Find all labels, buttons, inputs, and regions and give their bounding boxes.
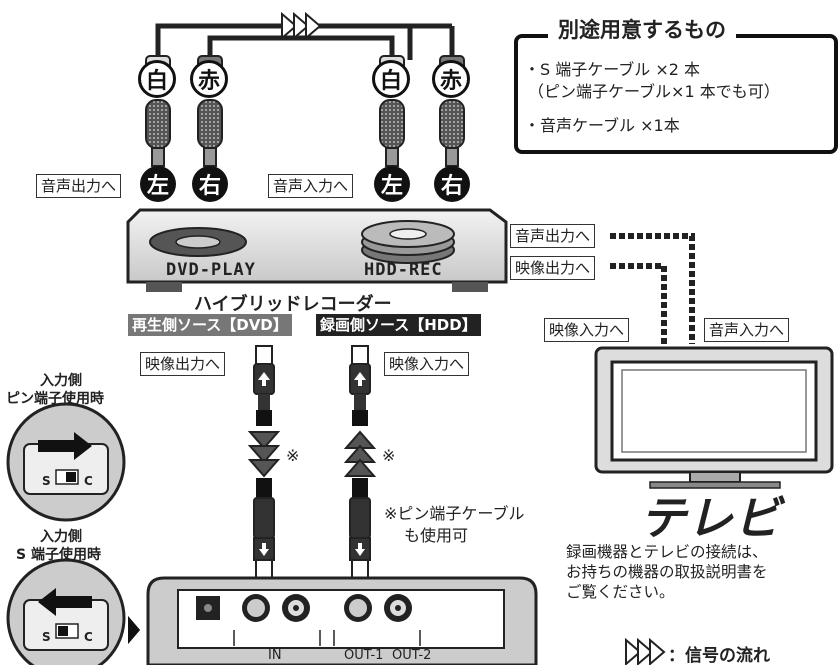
tv-note-line2: お持ちの機器の取扱説明書を — [566, 563, 768, 581]
flow-legend-icon — [625, 637, 666, 665]
s-switch-title-2: S 端子使用時 — [16, 547, 101, 563]
s-switch-title-1: 入力側 — [40, 529, 82, 545]
tv-note-line3: ご覧ください。 — [566, 583, 675, 601]
note-mark-right: ※ — [382, 446, 396, 465]
legend-flow-label: ：信号の流れ — [668, 646, 770, 666]
s-video-cable-right — [343, 345, 377, 579]
right-channel-label: 右 — [192, 166, 228, 202]
hdd-rec-label: HDD-REC — [364, 260, 443, 280]
pin-switch-title-1: 入力側 — [40, 373, 82, 389]
s-video-cable-left — [247, 345, 281, 579]
switch-detail-s — [6, 558, 126, 665]
label-recorder-video-out: 映像出力へ — [510, 256, 596, 280]
pin-switch-title-2: ピン端子使用時 — [6, 391, 104, 407]
source-dvd-band: 再生側ソース【DVD】 — [128, 314, 292, 336]
audio-cable — [155, 11, 455, 60]
red-connector-label: 赤 — [190, 60, 228, 98]
required-item-s-cable-note: （ピン端子ケーブル×1 本でも可） — [528, 82, 780, 101]
tv-note-line1: 録画機器とテレビの接続は、 — [566, 543, 768, 561]
switch-s-label: S — [42, 474, 51, 488]
hdd-icon — [361, 220, 455, 264]
port-out2-label: OUT-2 — [392, 648, 432, 663]
note-mark-left: ※ — [286, 446, 300, 465]
label-tv-audio-in: 音声入力へ — [704, 318, 790, 342]
dvd-play-label: DVD-PLAY — [166, 260, 256, 280]
port-in-label: IN — [268, 648, 282, 663]
red-connector-label: 赤 — [432, 60, 470, 98]
label-audio-in: 音声入力へ — [268, 174, 354, 198]
required-items-title: 別途用意するもの — [548, 14, 736, 44]
port-out1-label: OUT-1 — [344, 648, 384, 663]
converter-device — [146, 576, 538, 665]
label-cable-video-in: 映像入力へ — [384, 352, 470, 376]
required-item-audio-cable: ・音声ケーブル ×1本 — [524, 116, 680, 135]
right-channel-label: 右 — [434, 166, 470, 202]
label-cable-video-out: 映像出力へ — [140, 352, 226, 376]
source-hdd-band: 録画側ソース【HDD】 — [316, 314, 481, 336]
tv-device — [594, 346, 834, 489]
recorder-name: ハイブリッドレコーダー — [194, 294, 392, 315]
left-channel-label: 左 — [374, 166, 410, 202]
cable-note-line1: ※ピン端子ケーブル — [384, 504, 525, 523]
recorder-device — [126, 208, 508, 292]
switch-c-label: C — [84, 474, 93, 488]
switch-c-label: C — [84, 630, 93, 644]
left-channel-label: 左 — [140, 166, 176, 202]
tv-audio-cable — [610, 233, 695, 344]
flow-arrow-icon — [281, 11, 322, 41]
tv-video-cable — [610, 263, 667, 344]
white-connector-label: 白 — [138, 60, 176, 98]
label-audio-out: 音声出力へ — [36, 174, 122, 198]
disc-icon — [149, 227, 247, 257]
label-tv-video-in: 映像入力へ — [544, 318, 630, 342]
cable-note-line2: も使用可 — [404, 526, 469, 545]
white-connector-label: 白 — [372, 60, 410, 98]
switch-s-label: S — [42, 630, 51, 644]
required-item-s-cable: ・S 端子ケーブル ×2 本 — [524, 60, 701, 79]
switch-detail-pin — [6, 402, 126, 522]
label-recorder-audio-out: 音声出力へ — [510, 224, 596, 248]
tv-title: テレビ — [640, 491, 781, 545]
